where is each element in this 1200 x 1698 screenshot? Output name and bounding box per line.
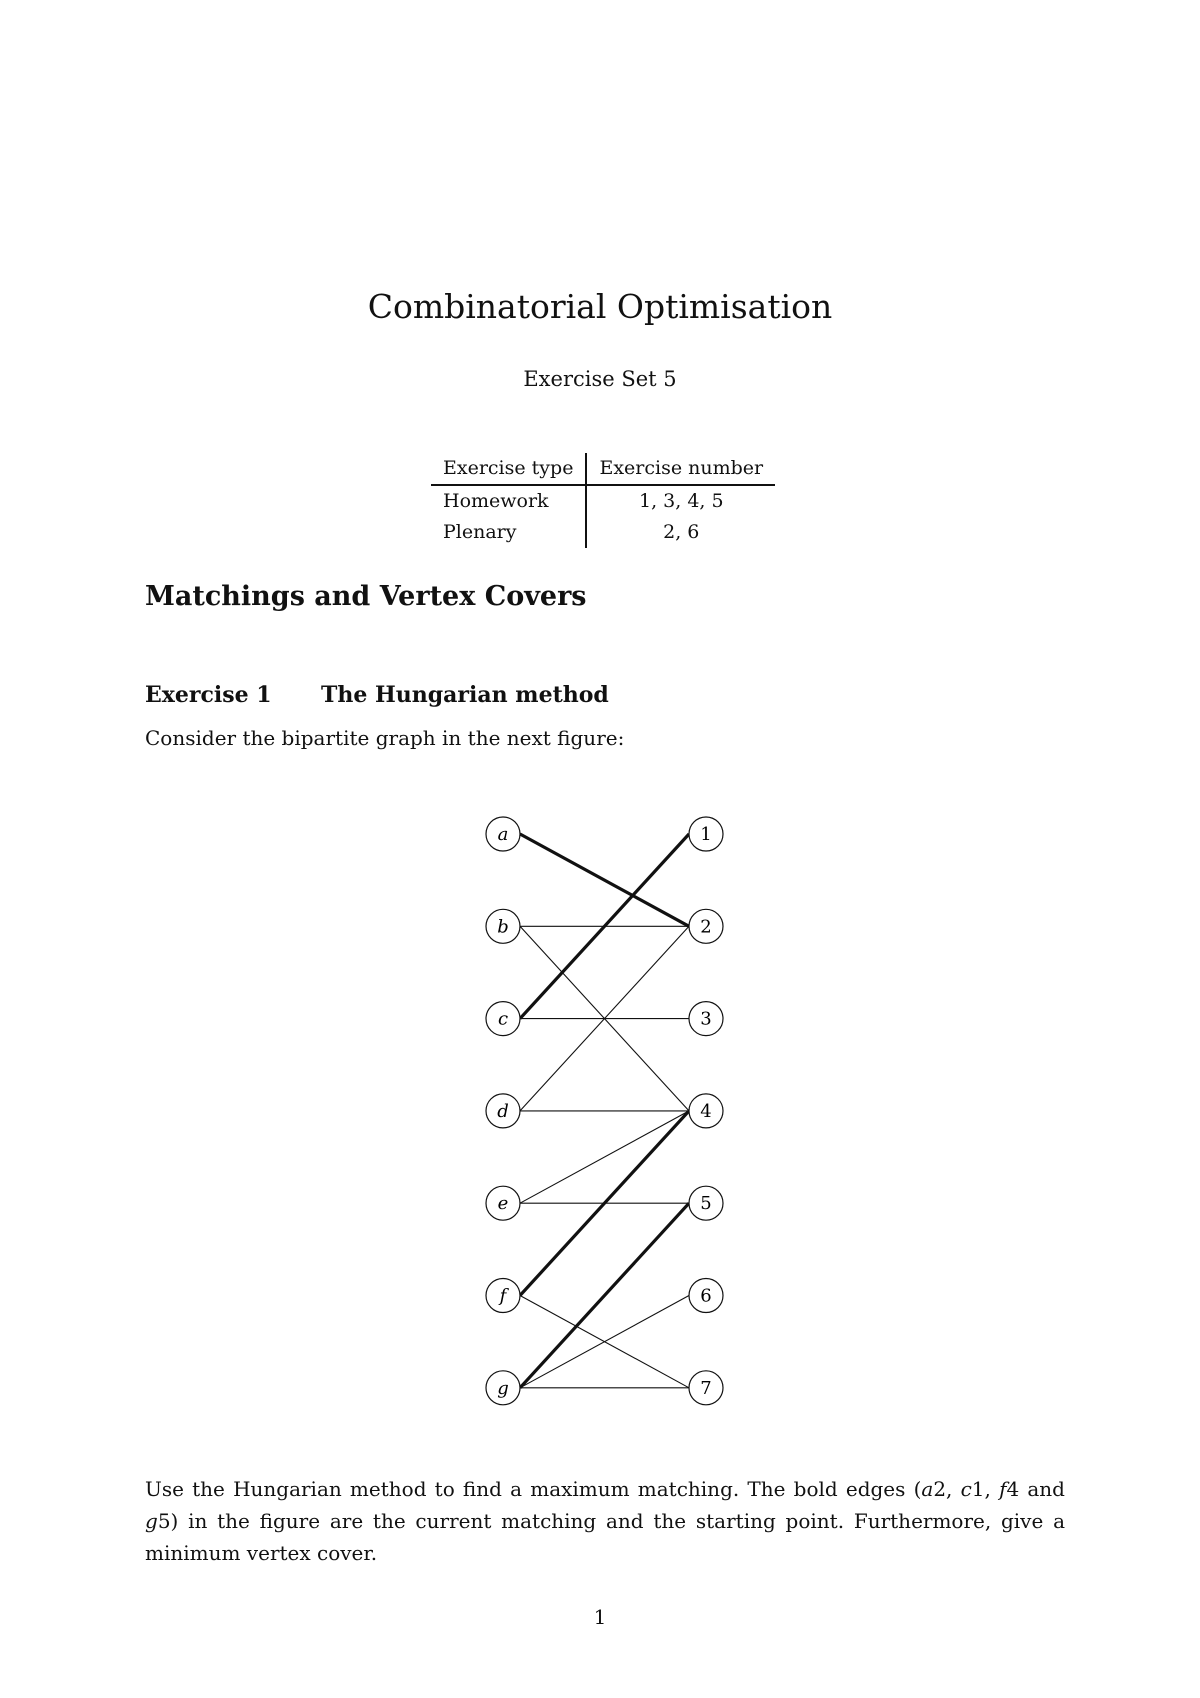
- node-circle: [688, 816, 724, 852]
- matching-edge: [518, 1202, 691, 1389]
- node-circle: [688, 1277, 724, 1314]
- exercise-name: The Hungarian method: [321, 682, 609, 708]
- graph-node-a: a: [485, 816, 521, 852]
- instruction-text: 1,: [971, 1477, 1000, 1501]
- exercise-instructions: Use the Hungarian method to find a maxim…: [145, 1473, 1065, 1569]
- node-label: 2: [700, 916, 711, 937]
- graph-node-6: 6: [688, 1277, 724, 1314]
- node-label: 6: [700, 1286, 711, 1307]
- table-header-cell: Exercise type: [431, 453, 588, 486]
- node-circle: [485, 1093, 521, 1129]
- node-circle: [485, 1277, 521, 1314]
- math-var: a: [921, 1477, 934, 1501]
- graph-node-g: g: [485, 1370, 521, 1406]
- table-header-row: Exercise type Exercise number: [431, 453, 776, 486]
- table-cell: 1, 3, 4, 5: [638, 490, 724, 512]
- graph-node-4: 4: [688, 1093, 724, 1129]
- node-circle: [485, 1370, 521, 1406]
- node-circle: [688, 1000, 724, 1037]
- math-var: c: [960, 1477, 972, 1501]
- node-circle: [688, 908, 724, 944]
- matching-edge: [518, 1109, 691, 1297]
- node-label: 3: [700, 1009, 711, 1030]
- matching-edge: [518, 832, 691, 1020]
- table-row: Plenary 2, 6: [431, 517, 775, 548]
- node-circle: [485, 816, 521, 852]
- exercise-number: Exercise 1: [145, 682, 272, 708]
- node-circle: [688, 1185, 724, 1221]
- node-label: e: [498, 1193, 509, 1214]
- graph-node-3: 3: [688, 1000, 724, 1037]
- node-label: g: [497, 1378, 509, 1399]
- graph-node-2: 2: [688, 908, 724, 944]
- node-circle: [485, 1000, 521, 1037]
- exercise-intro: Consider the bipartite graph in the next…: [145, 726, 625, 750]
- node-label: 4: [700, 1101, 711, 1122]
- table-cell: Homework: [431, 485, 588, 517]
- page-title: Combinatorial Optimisation: [367, 287, 833, 326]
- math-var: g: [145, 1509, 158, 1533]
- instruction-text: Use the Hungarian method to find a maxim…: [145, 1477, 922, 1501]
- node-circle: [485, 908, 521, 944]
- instruction-text: 2,: [933, 1477, 961, 1501]
- graph-node-f: f: [485, 1277, 521, 1314]
- node-label: 1: [700, 824, 711, 845]
- exercise-type-table: Exercise type Exercise number Homework 1…: [431, 453, 776, 548]
- exercise-set-subtitle: Exercise Set 5: [523, 367, 677, 391]
- node-label: 5: [700, 1193, 711, 1214]
- table-cell: 2, 6: [663, 521, 700, 543]
- node-circle: [688, 1370, 724, 1406]
- graph-edge: [519, 1110, 690, 1204]
- node-label: 7: [700, 1378, 711, 1399]
- table-cell: Plenary: [431, 517, 588, 548]
- instruction-text: 5) in the figure are the current matchin…: [145, 1509, 1065, 1565]
- graph-edge: [519, 925, 690, 1112]
- graph-node-c: c: [485, 1000, 521, 1037]
- matching-edge: [519, 832, 690, 928]
- node-label: a: [498, 824, 509, 845]
- section-title: Matchings and Vertex Covers: [145, 581, 587, 612]
- graph-node-d: d: [485, 1093, 521, 1129]
- graph-node-7: 7: [688, 1370, 724, 1406]
- graph-node-b: b: [485, 908, 521, 944]
- instruction-text: 4 and: [1006, 1477, 1065, 1501]
- exercise-heading: Exercise 1 The Hungarian method: [145, 682, 609, 708]
- table-header-cell: Exercise number: [586, 453, 776, 486]
- node-label: c: [498, 1009, 508, 1030]
- node-circle: [485, 1185, 521, 1221]
- page-number: 1: [593, 1605, 607, 1629]
- graph-node-1: 1: [688, 816, 724, 852]
- node-label: d: [497, 1101, 509, 1122]
- graph-node-5: 5: [688, 1185, 724, 1221]
- table-row: Homework 1, 3, 4, 5: [431, 485, 775, 517]
- graph-node-e: e: [485, 1185, 521, 1221]
- node-circle: [688, 1093, 724, 1129]
- math-var: f: [999, 1477, 1007, 1501]
- node-label: b: [497, 916, 509, 937]
- graph-edge: [519, 1295, 690, 1389]
